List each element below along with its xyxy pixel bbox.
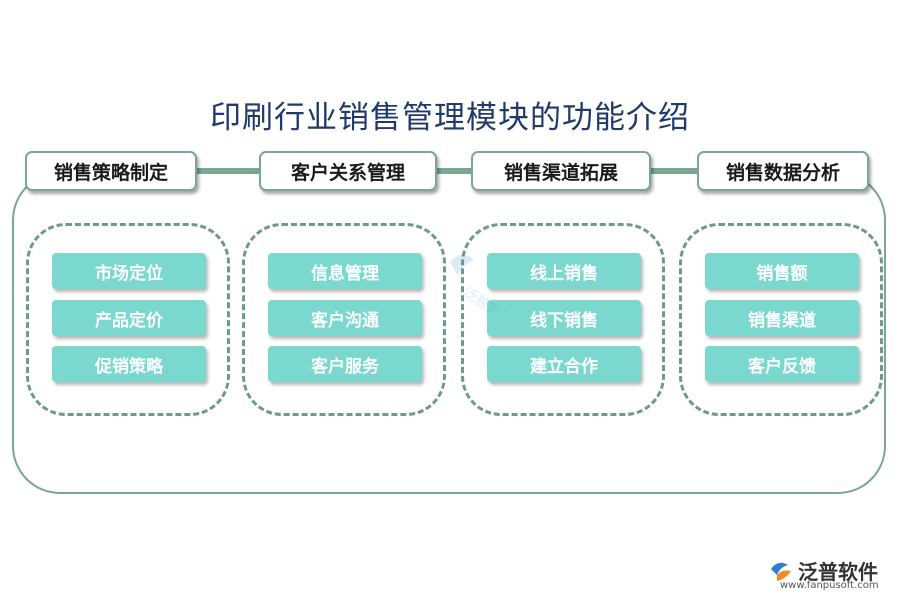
item-market-positioning: 市场定位 xyxy=(52,253,206,289)
header-sales-channels: 销售渠道拓展 xyxy=(471,151,651,191)
item-promotion-strategy: 促销策略 xyxy=(52,346,206,382)
watermark-logo: 泛普软件 xyxy=(450,254,515,312)
brand-url: www.fanpusoft.com xyxy=(780,580,879,591)
item-customer-feedback: 客户反馈 xyxy=(705,346,859,382)
brand-logo: 泛普软件 xyxy=(768,556,878,585)
diagram-title: 印刷行业销售管理模块的功能介绍 xyxy=(210,100,690,136)
item-build-cooperation: 建立合作 xyxy=(487,346,641,382)
outer-frame xyxy=(12,172,886,494)
group-customer-relations xyxy=(242,223,446,416)
group-sales-channels xyxy=(461,223,665,416)
connector-line xyxy=(196,168,260,172)
header-sales-data: 销售数据分析 xyxy=(697,151,869,191)
item-sales-channel: 销售渠道 xyxy=(705,300,859,336)
item-customer-communication: 客户沟通 xyxy=(268,300,422,336)
connector-line xyxy=(436,168,472,172)
item-info-management: 信息管理 xyxy=(268,253,422,289)
connector-line xyxy=(650,168,698,172)
group-sales-data xyxy=(679,223,883,416)
item-offline-sales: 线下销售 xyxy=(487,300,641,336)
item-product-pricing: 产品定价 xyxy=(52,300,206,336)
item-sales-volume: 销售额 xyxy=(705,253,859,289)
group-sales-strategy xyxy=(26,223,230,416)
watermark-text: 泛普软件 xyxy=(460,284,515,312)
header-sales-strategy: 销售策略制定 xyxy=(25,151,197,191)
item-online-sales: 线上销售 xyxy=(487,253,641,289)
item-customer-service: 客户服务 xyxy=(268,346,422,382)
brand-name: 泛普软件 xyxy=(798,560,878,584)
header-customer-relations: 客户关系管理 xyxy=(259,151,437,191)
fanpu-logo-icon xyxy=(771,562,791,581)
